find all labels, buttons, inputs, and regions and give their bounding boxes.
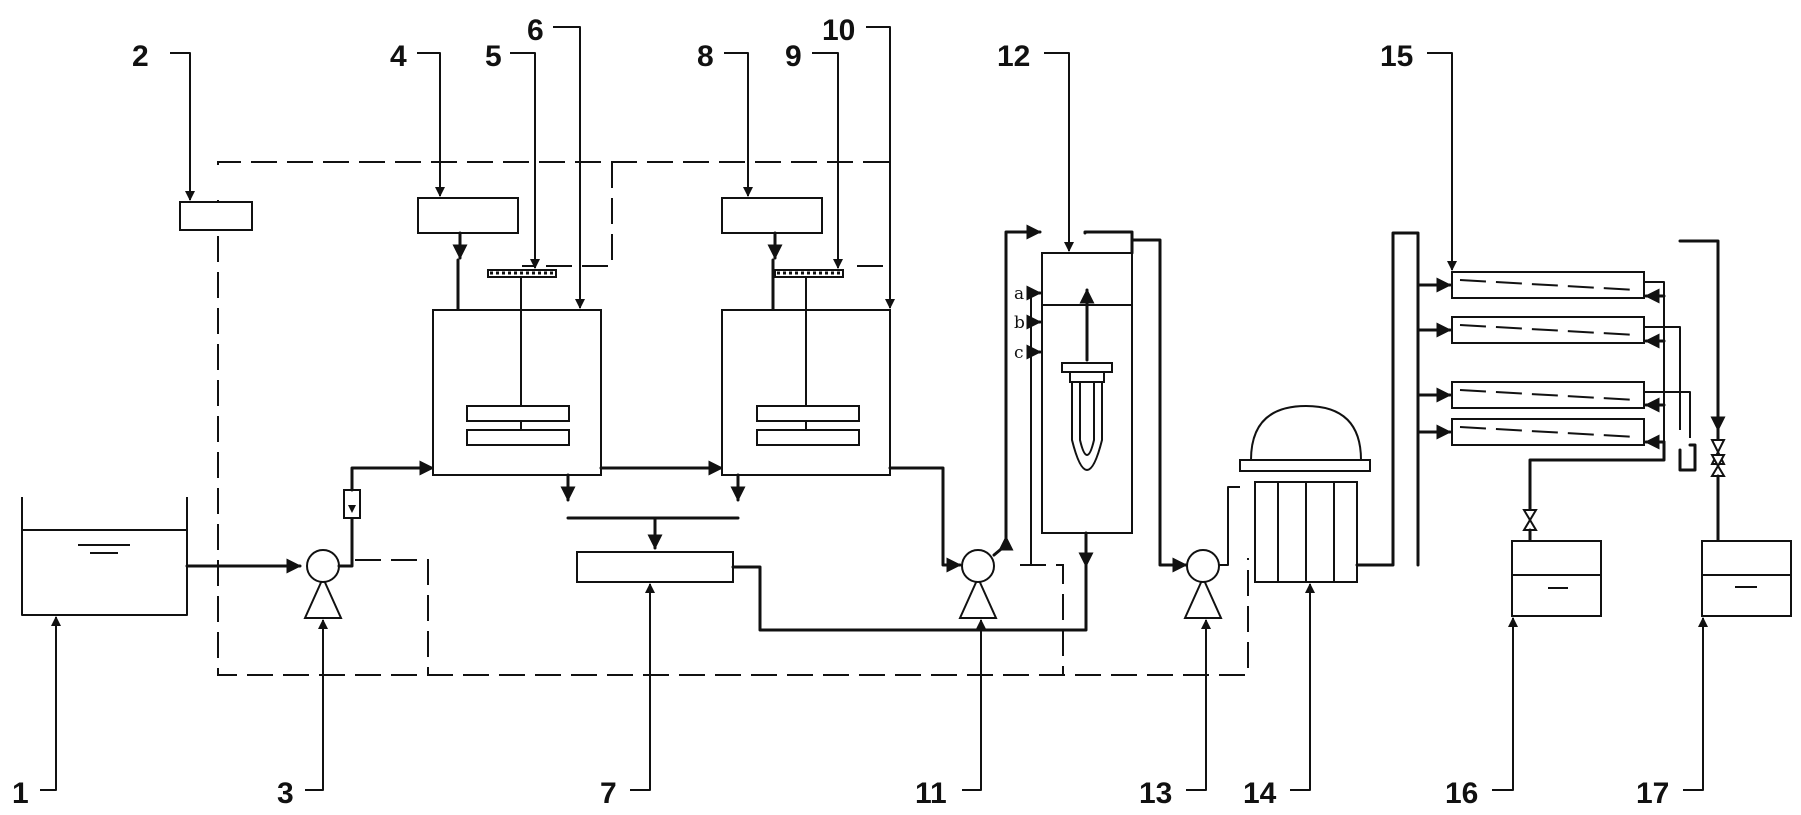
valve-16 <box>1522 509 1538 531</box>
port-labels: a b c <box>1014 284 1025 363</box>
sensor-9 <box>774 269 844 278</box>
label-11: 11 <box>915 777 947 810</box>
dosing-box-8 <box>721 197 823 234</box>
label-17: 17 <box>1636 777 1669 810</box>
label-16: 16 <box>1445 777 1478 810</box>
label-1: 1 <box>12 777 29 810</box>
label-12: 12 <box>997 40 1030 73</box>
leader-lines-top <box>170 26 1457 309</box>
pump-11 <box>958 549 998 619</box>
label-14: 14 <box>1243 777 1277 810</box>
pump-13 <box>1183 549 1223 619</box>
valve-17 <box>1710 439 1726 477</box>
label-7: 7 <box>600 777 617 810</box>
reactor-2-impeller-bottom <box>756 429 860 446</box>
tank-16 <box>1511 540 1602 617</box>
label-5: 5 <box>485 40 502 73</box>
reactor-2-impeller-top <box>756 405 860 422</box>
sludge-tank-7 <box>576 551 734 583</box>
reactor-1-impeller-bottom <box>466 429 570 446</box>
label-9: 9 <box>785 40 802 73</box>
feed-pump <box>303 549 343 619</box>
tank-17 <box>1701 540 1792 617</box>
flowmeter <box>343 489 361 519</box>
membrane-module <box>1061 362 1113 471</box>
port-c: c <box>1014 343 1024 363</box>
reactor-1 <box>432 309 602 476</box>
dosing-box-4 <box>417 197 519 234</box>
raw-water-tank <box>21 497 188 616</box>
reactor-1-impeller-top <box>466 405 570 422</box>
label-2: 2 <box>132 40 149 73</box>
leader-lines-bottom <box>40 583 1708 791</box>
membrane-modules <box>1451 271 1645 446</box>
sensor-5 <box>487 269 557 278</box>
label-15: 15 <box>1380 40 1413 73</box>
dosing-box-2 <box>179 201 253 231</box>
label-10: 10 <box>822 14 855 47</box>
port-a: a <box>1014 284 1024 304</box>
label-4: 4 <box>390 40 407 73</box>
label-3: 3 <box>277 777 294 810</box>
label-8: 8 <box>697 40 714 73</box>
component-labels: 2 4 5 6 8 9 10 12 15 1 3 7 11 13 14 16 1… <box>12 14 1669 810</box>
filter-unit <box>1239 404 1371 583</box>
label-6: 6 <box>527 14 544 47</box>
label-13: 13 <box>1139 777 1172 810</box>
port-b: b <box>1014 313 1025 333</box>
